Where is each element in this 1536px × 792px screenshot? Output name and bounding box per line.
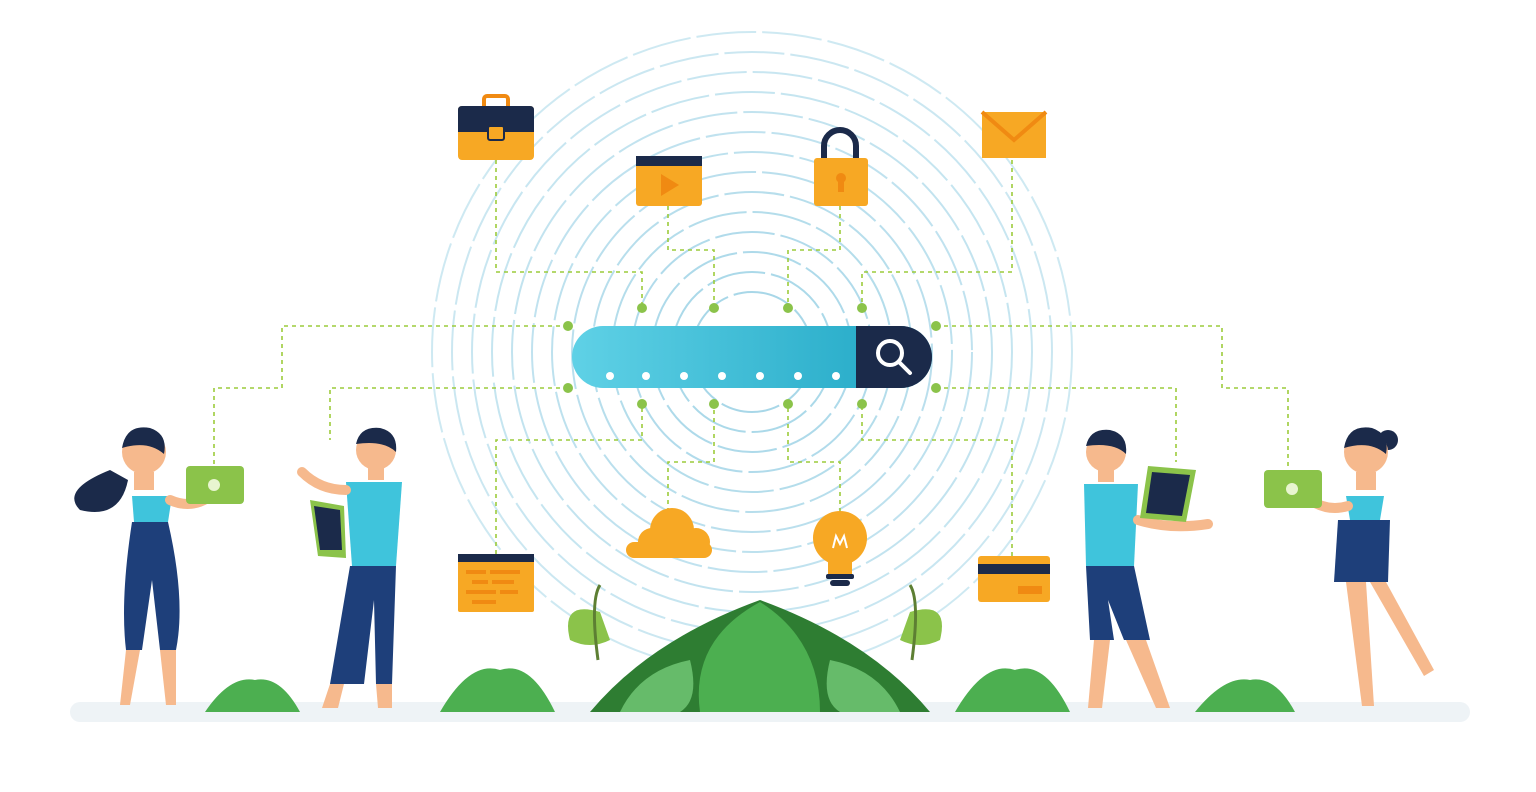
code-window-icon xyxy=(458,554,534,612)
person-man-tablet-left xyxy=(297,427,402,708)
bushes xyxy=(205,668,1295,712)
video-icon xyxy=(636,156,702,206)
search-bar[interactable] xyxy=(572,326,932,388)
search-input[interactable] xyxy=(572,326,932,388)
person-man-tablet-right xyxy=(1084,429,1213,708)
signal-rings xyxy=(431,31,1073,673)
briefcase-icon xyxy=(458,94,534,160)
signal-ring xyxy=(531,131,973,573)
signal-ring xyxy=(551,151,953,553)
search-button[interactable] xyxy=(856,326,932,388)
cloud-icon xyxy=(626,508,712,558)
search-dots xyxy=(606,372,840,380)
signal-ring xyxy=(511,111,993,593)
search-icon xyxy=(876,339,912,375)
connector-lines xyxy=(213,160,1289,556)
signal-ring xyxy=(571,171,933,533)
lock-icon xyxy=(814,127,868,206)
mail-icon xyxy=(980,110,1048,158)
person-woman-laptop-right xyxy=(1264,427,1434,706)
connector-nodes xyxy=(563,303,941,409)
credit-card-icon xyxy=(978,556,1050,602)
lightbulb-icon xyxy=(813,511,867,586)
central-plant xyxy=(568,584,942,712)
person-woman-laptop-left xyxy=(74,427,244,705)
